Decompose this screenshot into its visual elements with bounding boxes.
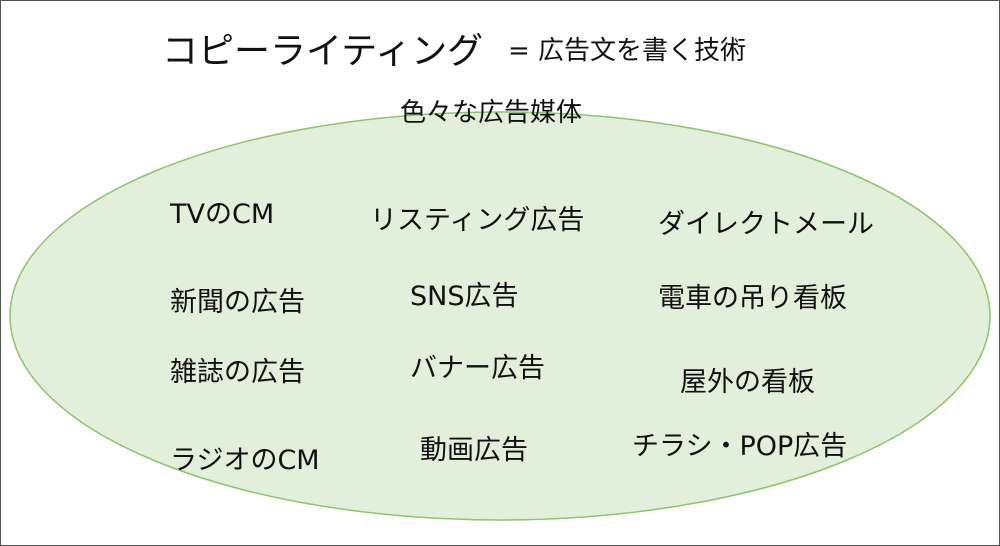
media-item-sns-ad: SNS広告 bbox=[410, 281, 519, 312]
title-main: コピーライティング bbox=[162, 31, 484, 72]
media-item-direct-mail: ダイレクトメール bbox=[658, 209, 874, 240]
media-item-magazine-ad: 雑誌の広告 bbox=[170, 357, 305, 388]
media-item-banner-ad: バナー広告 bbox=[410, 353, 545, 384]
media-item-tv-cm: TVのCM bbox=[170, 199, 275, 230]
media-item-video-ad: 動画広告 bbox=[420, 435, 528, 466]
media-item-newspaper-ad: 新聞の広告 bbox=[170, 287, 305, 318]
media-ellipse bbox=[9, 111, 991, 521]
media-item-listing-ad: リスティング広告 bbox=[370, 205, 585, 236]
media-item-radio-cm: ラジオのCM bbox=[170, 445, 320, 476]
media-item-train-poster: 電車の吊り看板 bbox=[658, 283, 847, 314]
title-definition: = 広告文を書く技術 bbox=[508, 36, 747, 66]
media-item-flyer-pop-ad: チラシ・POP広告 bbox=[632, 431, 848, 462]
subtitle: 色々な広告媒体 bbox=[400, 98, 583, 128]
media-item-outdoor-sign: 屋外の看板 bbox=[680, 367, 815, 398]
